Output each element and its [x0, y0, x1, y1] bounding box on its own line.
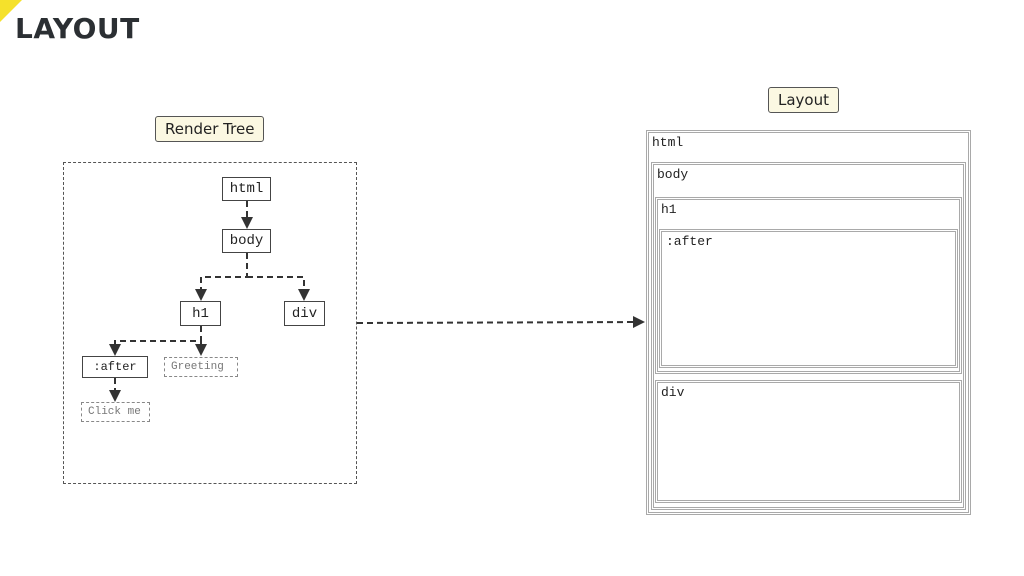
layout-label-html: html [652, 135, 684, 150]
edge-tree-layout [356, 316, 645, 329]
layout-tag: Layout [768, 87, 839, 113]
slide-title: LAYOUT [15, 12, 140, 45]
layout-label-body: body [657, 167, 689, 182]
layout-label-after: :after [666, 234, 713, 249]
layout-box-html [646, 130, 971, 515]
node-div: div [284, 301, 325, 326]
layout-box-body [651, 162, 966, 510]
node-greeting-text: Greeting [164, 357, 238, 377]
render-tree-tag: Render Tree [155, 116, 265, 142]
node-body: body [222, 229, 271, 253]
layout-box-after [659, 229, 958, 368]
node-after: :after [82, 356, 148, 378]
layout-label-h1: h1 [661, 202, 677, 217]
render-tree-frame [63, 162, 357, 484]
corner-accent [0, 0, 22, 22]
node-click-me-text: Click me [81, 402, 150, 422]
layout-box-div [655, 380, 962, 503]
node-html: html [222, 177, 271, 201]
node-h1: h1 [180, 301, 221, 326]
layout-box-h1 [655, 197, 962, 374]
layout-label-div: div [661, 385, 685, 400]
